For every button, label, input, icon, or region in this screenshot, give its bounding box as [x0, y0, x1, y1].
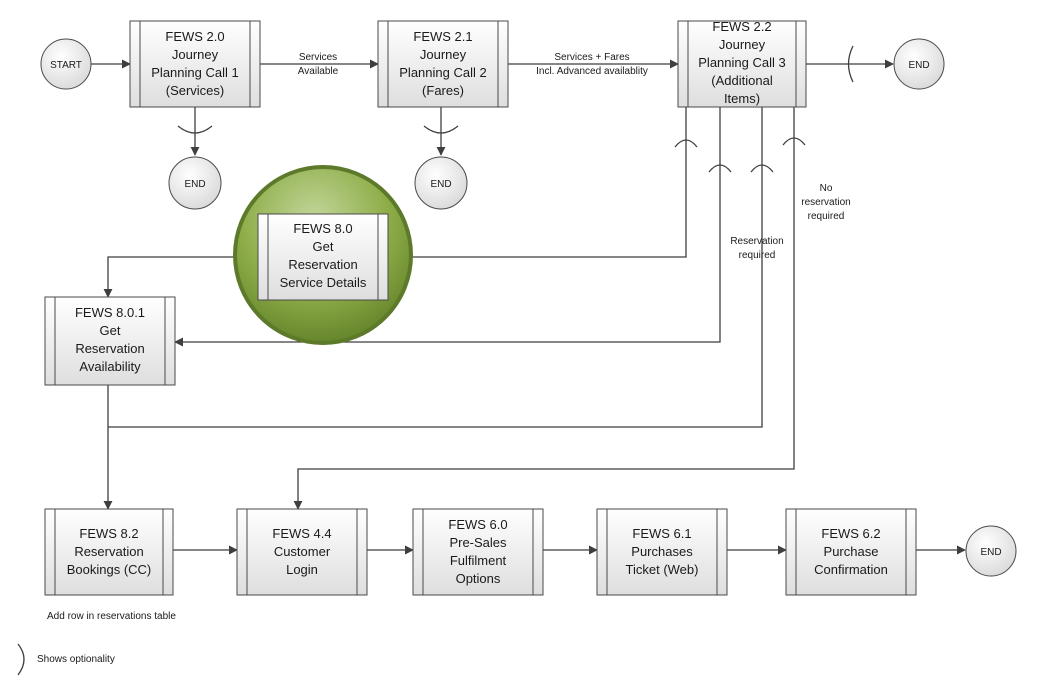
process-label-line: Planning Call 1: [151, 65, 238, 80]
process-label-line: FEWS 8.0.1: [75, 305, 145, 320]
arrow-no-reservation-to-fews44: [293, 107, 795, 510]
process-label-line: Journey: [719, 37, 766, 52]
process-label-line: Reservation: [75, 341, 144, 356]
process-label-line: Planning Call 2: [399, 65, 486, 80]
process-label-line: Purchases: [631, 544, 693, 559]
process-label-line: Fulfilment: [450, 553, 507, 568]
process-label-line: (Additional: [711, 73, 773, 88]
start-terminal: [40, 38, 92, 90]
arrow-fews22-to-fews801: [174, 107, 721, 347]
end-terminal: [965, 525, 1017, 577]
label-no-reservation-required: No reservation required: [801, 183, 850, 222]
end-label: END: [184, 179, 205, 190]
process-fews62: FEWS 6.2 Purchase Confirmation: [785, 508, 917, 596]
optionality-arc: [708, 164, 732, 173]
process-label-line: Availability: [79, 359, 141, 374]
process-label-line: (Fares): [422, 83, 464, 98]
process-fews21: FEWS 2.1 Journey Planning Call 2 (Fares): [377, 20, 509, 108]
process-label-line: FEWS 6.2: [821, 526, 880, 541]
process-label-line: Get: [100, 323, 121, 338]
process-label-line: Service Details: [280, 275, 367, 290]
label-services-available: Services Available: [298, 52, 339, 77]
optionality-arc: [177, 125, 213, 134]
arrow-fews80-to-fews801: [103, 256, 258, 298]
note-add-row: Add row in reservations table: [47, 611, 176, 622]
svg-text:Services: Services: [299, 52, 337, 63]
optionality-arc: [674, 139, 698, 148]
end-terminal: [168, 156, 222, 210]
process-label-line: FEWS 8.2: [79, 526, 138, 541]
svg-text:No: No: [820, 183, 833, 194]
process-label-line: FEWS 2.2: [712, 19, 771, 34]
end-label: END: [908, 60, 929, 71]
legend-arc-icon: [17, 643, 25, 676]
process-label-line: Bookings (CC): [67, 562, 152, 577]
process-fews22: FEWS 2.2 Journey Planning Call 3 (Additi…: [677, 19, 807, 108]
legend-text: Shows optionality: [37, 654, 115, 665]
svg-text:reservation: reservation: [801, 197, 850, 208]
label-reservation-required: Reservation required: [730, 236, 783, 261]
process-fews44: FEWS 4.4 Customer Login: [236, 508, 368, 596]
process-label-line: FEWS 6.1: [632, 526, 691, 541]
process-label-line: Items): [724, 91, 760, 106]
svg-text:Incl. Advanced availablity: Incl. Advanced availablity: [536, 66, 648, 77]
process-label-line: FEWS 6.0: [448, 517, 507, 532]
label-services-fares: Services + Fares Incl. Advanced availabl…: [536, 52, 648, 77]
start-label: START: [50, 60, 82, 71]
svg-text:Reservation: Reservation: [730, 236, 783, 247]
process-label-line: FEWS 2.0: [165, 29, 224, 44]
process-label-line: Confirmation: [814, 562, 888, 577]
process-fews20: FEWS 2.0 Journey Planning Call 1 (Servic…: [129, 20, 261, 108]
process-label-line: FEWS 2.1: [413, 29, 472, 44]
process-label-line: Options: [456, 571, 501, 586]
process-label-line: Reservation: [288, 257, 357, 272]
process-label-line: Get: [313, 239, 334, 254]
optionality-arc: [782, 137, 806, 146]
process-fews61: FEWS 6.1 Purchases Ticket (Web): [596, 508, 728, 596]
svg-text:required: required: [739, 250, 776, 261]
process-fews82: FEWS 8.2 Reservation Bookings (CC): [44, 508, 174, 596]
end-terminal: [893, 38, 945, 90]
optionality-arc: [847, 45, 854, 83]
end-label: END: [980, 547, 1001, 558]
arrow-fews22-to-fews80: [387, 107, 687, 262]
optionality-arc: [423, 125, 459, 134]
process-fews801: FEWS 8.0.1 Get Reservation Availability: [44, 296, 176, 386]
svg-text:Available: Available: [298, 66, 339, 77]
process-label-line: Purchase: [824, 544, 879, 559]
process-label-line: FEWS 4.4: [272, 526, 331, 541]
process-label-line: Journey: [420, 47, 467, 62]
optionality-arc: [750, 164, 774, 173]
end-label: END: [430, 179, 451, 190]
process-label-line: Journey: [172, 47, 219, 62]
process-fews80: FEWS 8.0 Get Reservation Service Details: [257, 213, 389, 301]
process-label-line: Reservation: [74, 544, 143, 559]
process-label-line: FEWS 8.0: [293, 221, 352, 236]
process-fews60: FEWS 6.0 Pre-Sales Fulfilment Options: [412, 508, 544, 596]
svg-text:Services + Fares: Services + Fares: [554, 52, 629, 63]
process-label-line: Customer: [274, 544, 331, 559]
process-label-line: Planning Call 3: [698, 55, 785, 70]
process-label-line: Pre-Sales: [449, 535, 507, 550]
line-reservation-required: [108, 107, 763, 428]
end-terminal: [414, 156, 468, 210]
process-label-line: Login: [286, 562, 318, 577]
process-label-line: (Services): [166, 83, 225, 98]
svg-text:required: required: [808, 211, 845, 222]
process-label-line: Ticket (Web): [626, 562, 699, 577]
